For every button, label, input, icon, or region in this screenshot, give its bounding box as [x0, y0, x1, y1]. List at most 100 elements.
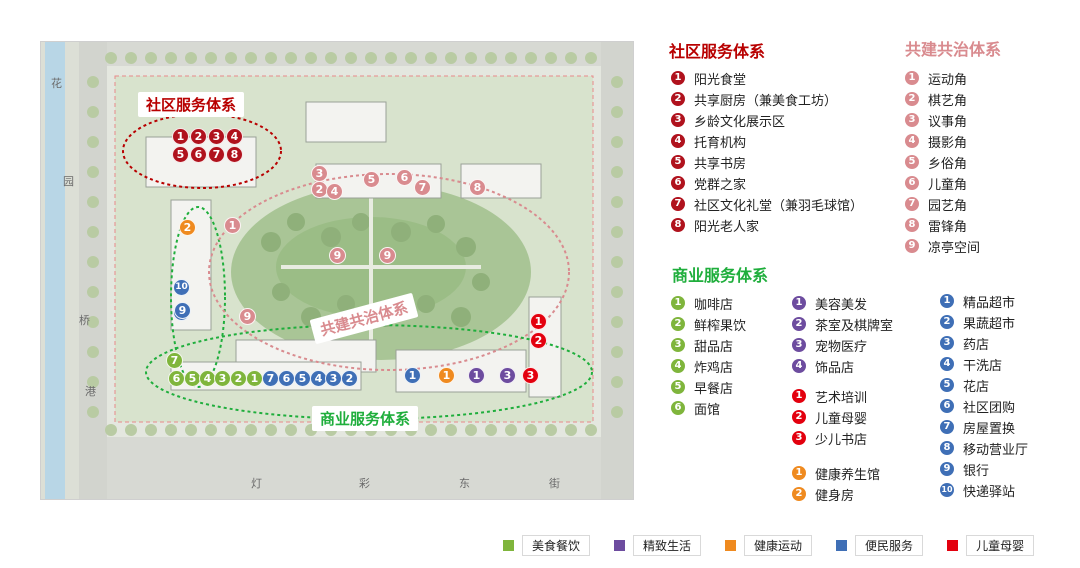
cogovernance-number-icon: 5 [905, 155, 919, 169]
side-label-2: 园 [63, 175, 74, 188]
convenience-item: 4 干洗店 [940, 355, 1003, 374]
convenience-item: 7 房屋置换 [940, 418, 1016, 437]
cogovernance-number-icon: 3 [905, 113, 919, 127]
cogovernance-label: 园艺角 [928, 198, 968, 214]
community-label: 阳光老人家 [694, 219, 760, 235]
community-label: 党群之家 [694, 177, 747, 193]
food-label: 鲜榨果饮 [694, 318, 747, 334]
cogovernance-item: 5 乡俗角 [905, 153, 968, 172]
map-pin-community: 6 [190, 146, 207, 163]
fitness-label: 健康养生馆 [815, 467, 881, 483]
map-pin-cogovernance: 6 [396, 169, 413, 186]
map-pin-community: 3 [208, 128, 225, 145]
convenience-label: 精品超市 [963, 295, 1016, 311]
food-number-icon: 4 [671, 359, 685, 373]
legend-label: 精致生活 [633, 534, 702, 556]
lifestyle-number-icon: 4 [792, 359, 806, 373]
cogovernance-label: 议事角 [928, 114, 968, 130]
map-pin-cogovernance: 3 [311, 165, 328, 182]
community-item: 3 乡龄文化展示区 [671, 111, 786, 130]
convenience-label: 干洗店 [963, 358, 1003, 374]
convenience-label: 药店 [963, 337, 990, 353]
kids-number-icon: 2 [792, 410, 806, 424]
food-label: 咖啡店 [694, 297, 734, 313]
overlay-label-commerce: 商业服务体系 [312, 406, 419, 431]
community-item: 6 党群之家 [671, 174, 747, 193]
food-label: 甜品店 [694, 339, 734, 355]
convenience-number-icon: 8 [940, 441, 954, 455]
map-pin-commerce: 3 [214, 370, 231, 387]
lifestyle-item: 4 饰品店 [792, 357, 855, 376]
legend-item: 儿童母婴 [947, 534, 1035, 556]
map-pin-commerce: 3 [499, 367, 516, 384]
kids-number-icon: 3 [792, 431, 806, 445]
lifestyle-label: 饰品店 [815, 360, 855, 376]
street-char-2: 彩 [359, 477, 370, 490]
legend-swatch-icon [836, 539, 848, 551]
convenience-label: 银行 [963, 463, 990, 479]
map-pin-cogovernance: 9 [379, 247, 396, 264]
food-number-icon: 3 [671, 338, 685, 352]
side-label-1: 花 [51, 77, 62, 90]
map-pin-commerce: 5 [294, 370, 311, 387]
food-label: 面馆 [694, 402, 721, 418]
lifestyle-label: 宠物医疗 [815, 339, 868, 355]
community-number-icon: 3 [671, 113, 685, 127]
food-item: 2 鲜榨果饮 [671, 315, 747, 334]
convenience-label: 快递驿站 [963, 484, 1016, 500]
convenience-number-icon: 4 [940, 357, 954, 371]
convenience-number-icon: 6 [940, 399, 954, 413]
map-pin-commerce: 2 [179, 219, 196, 236]
cogovernance-label: 棋艺角 [928, 93, 968, 109]
map-pin-commerce: 2 [230, 370, 247, 387]
overlay-label-community: 社区服务体系 [138, 92, 245, 117]
community-label: 乡龄文化展示区 [694, 114, 786, 130]
food-number-icon: 2 [671, 317, 685, 331]
map-pin-commerce: 1 [530, 313, 547, 330]
convenience-label: 移动营业厅 [963, 442, 1029, 458]
map-pin-commerce: 6 [278, 370, 295, 387]
street-char-4: 街 [549, 477, 560, 490]
map-pin-cogovernance: 1 [224, 217, 241, 234]
street-char-1: 灯 [251, 477, 262, 490]
convenience-label: 房屋置换 [963, 421, 1016, 437]
cogovernance-label: 乡俗角 [928, 156, 968, 172]
map-pin-commerce: 3 [522, 367, 539, 384]
legend-swatch-icon [725, 539, 737, 551]
community-label: 阳光食堂 [694, 72, 747, 88]
convenience-label: 果蔬超市 [963, 316, 1016, 332]
legend-item: 健康运动 [725, 534, 813, 556]
legend: 美食餐饮精致生活健康运动便民服务儿童母婴 [503, 534, 1035, 556]
cogovernance-number-icon: 7 [905, 197, 919, 211]
community-number-icon: 5 [671, 155, 685, 169]
community-number-icon: 6 [671, 176, 685, 190]
map-pin-cogovernance: 8 [469, 179, 486, 196]
map-pin-commerce: 1 [468, 367, 485, 384]
map-pin-commerce: 7 [166, 352, 183, 369]
convenience-item: 8 移动营业厅 [940, 439, 1029, 458]
convenience-number-icon: 7 [940, 420, 954, 434]
map-pin-commerce: 1 [246, 370, 263, 387]
lifestyle-number-icon: 2 [792, 317, 806, 331]
